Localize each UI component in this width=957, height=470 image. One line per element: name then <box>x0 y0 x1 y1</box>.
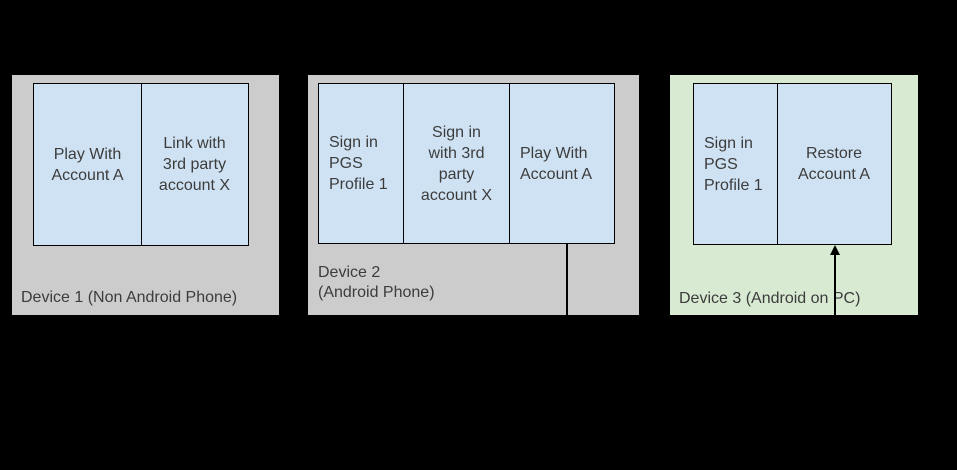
device-1-label: Device 1 (Non Android Phone) <box>21 289 238 306</box>
device-2-step-row: Sign in PGS Profile 1 Sign in with 3rd p… <box>318 83 615 244</box>
device-3-panel: Sign in PGS Profile 1 Restore Account A … <box>670 75 918 344</box>
step-sign-in-pgs-profile-1: Sign in PGS Profile 1 <box>693 83 778 245</box>
device-1-panel: Play With Account A Link with 3rd party … <box>12 75 279 315</box>
device-2-label: Device 2 (Android Phone) <box>318 264 435 301</box>
connector-line-from-play-with-account-a <box>566 244 568 344</box>
device-3-step-row: Sign in PGS Profile 1 Restore Account A <box>693 83 892 245</box>
step-sign-in-with-3rd-party-account-x: Sign in with 3rd party account X <box>402 83 511 244</box>
step-play-with-account-a: Play With Account A <box>33 83 142 246</box>
step-link-with-3rd-party-account-x: Link with 3rd party account X <box>140 83 249 246</box>
device-3-label: Device 3 (Android on PC) <box>679 290 861 307</box>
device-2-panel: Sign in PGS Profile 1 Sign in with 3rd p… <box>308 75 639 344</box>
connector-line-into-restore-account-a <box>834 254 836 344</box>
step-play-with-account-a: Play With Account A <box>509 83 615 244</box>
step-restore-account-a: Restore Account A <box>776 83 892 245</box>
step-sign-in-pgs-profile-1: Sign in PGS Profile 1 <box>318 83 404 244</box>
arrow-head-into-restore-account-a <box>830 245 840 255</box>
device-1-step-row: Play With Account A Link with 3rd party … <box>33 83 249 246</box>
